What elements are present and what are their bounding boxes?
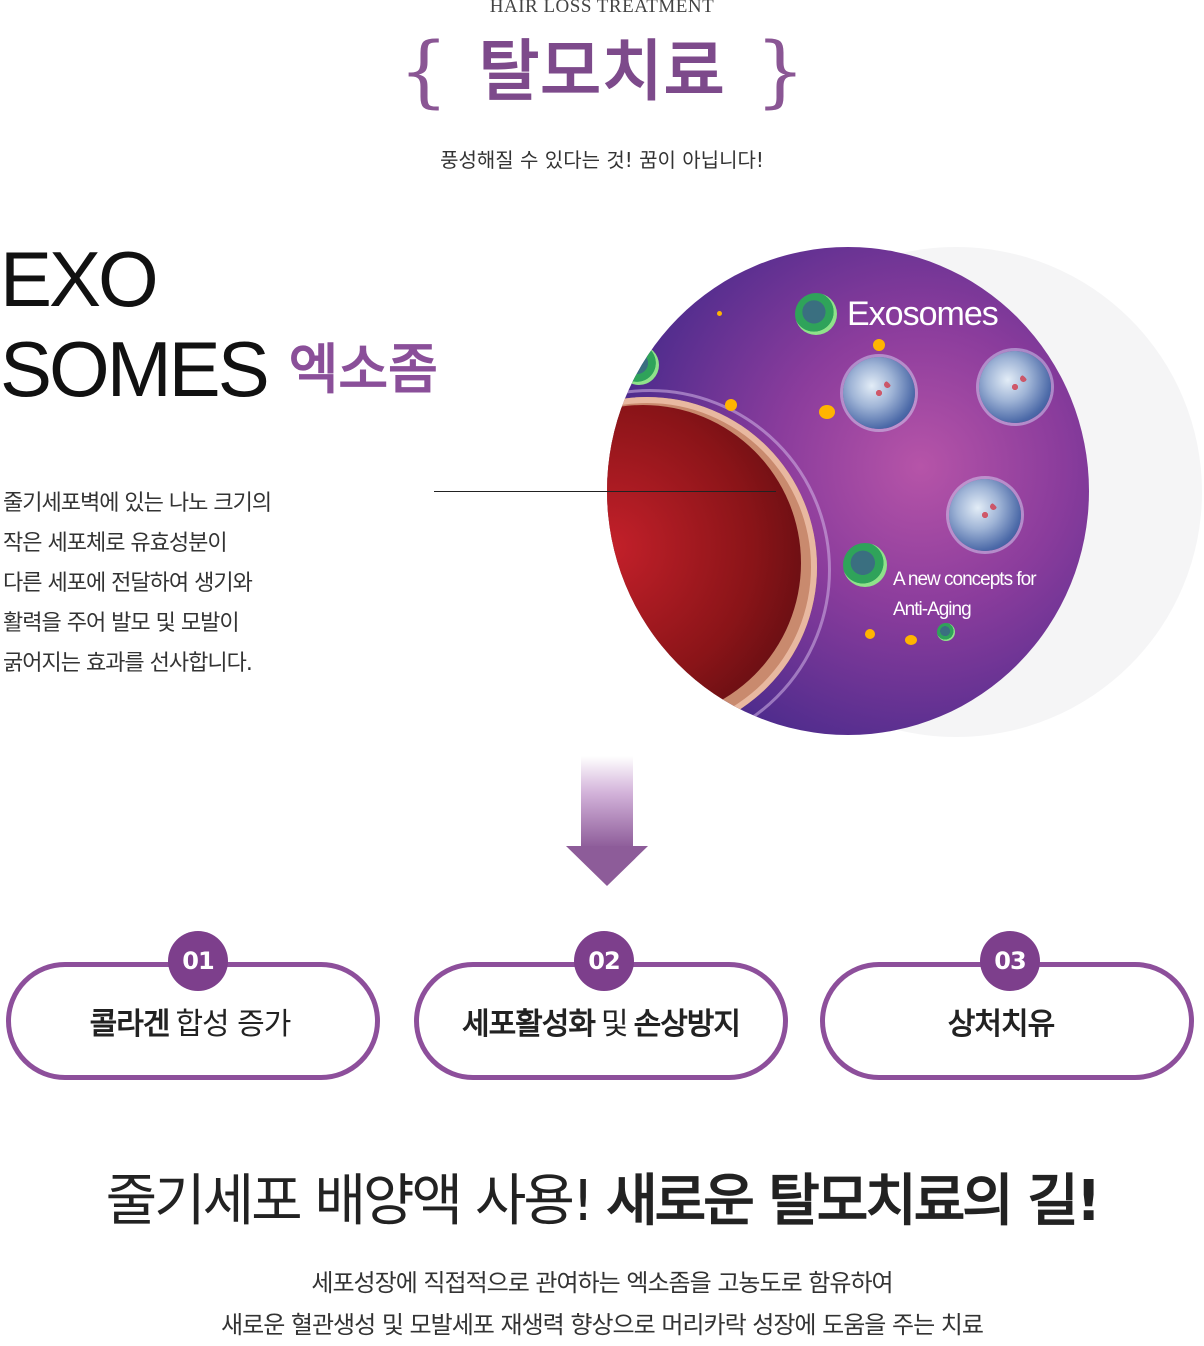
- pointer-line: [434, 491, 776, 492]
- exosome-vesicle: [949, 479, 1021, 551]
- bottom-description-line: 새로운 혈관생성 및 모발세포 재생력 향상으로 머리카락 성장에 도움을 주는…: [221, 1311, 984, 1339]
- green-particle: [795, 293, 837, 335]
- yellow-particle: [717, 311, 722, 316]
- effect-bold-text: 손상방지: [633, 1007, 741, 1042]
- yellow-particle: [873, 339, 885, 351]
- description-line: 굵어지는 효과를 선사합니다.: [3, 651, 253, 676]
- exosome-vesicle: [843, 357, 915, 429]
- bottom-description: 세포성장에 직접적으로 관여하는 엑소좀을 고농도로 함유하여 새로운 혈관생성…: [0, 1262, 1204, 1346]
- exosome-vesicle: [979, 351, 1051, 423]
- page-subtitle: 풍성해질 수 있다는 것! 꿈이 아닙니다!: [440, 148, 764, 172]
- bottom-headline: 줄기세포 배양액 사용! 새로운 탈모치료의 길!: [0, 1156, 1204, 1237]
- tagline-line: A new concepts for: [893, 569, 1037, 590]
- exosomes-korean-title: 엑소좀: [288, 338, 438, 401]
- green-particle: [843, 543, 887, 587]
- down-arrow-shaft: [581, 756, 633, 848]
- yellow-particle: [819, 405, 835, 419]
- effect-thin-text: 및: [600, 1007, 629, 1042]
- illustration-tagline: A new concepts for Anti-Aging: [893, 565, 1037, 625]
- page-title: 탈모치료: [478, 33, 726, 110]
- left-brace: {: [398, 27, 449, 117]
- description-line: 작은 세포체로 유효성분이: [3, 531, 228, 556]
- down-arrow-icon: [566, 846, 648, 886]
- green-particle: [619, 345, 659, 385]
- exosomes-illustration: Exosomes A new concepts for Anti-Aging: [607, 247, 1089, 735]
- tagline-line: Anti-Aging: [893, 599, 972, 620]
- effect-bold-text: 세포활성화: [461, 1007, 596, 1042]
- exosomes-description: 줄기세포벽에 있는 나노 크기의 작은 세포체로 유효성분이 다른 세포에 전달…: [3, 484, 423, 684]
- description-line: 다른 세포에 전달하여 생기와: [3, 571, 253, 596]
- yellow-particle: [905, 635, 917, 645]
- right-brace: }: [755, 27, 806, 117]
- description-line: 줄기세포벽에 있는 나노 크기의: [3, 491, 272, 516]
- effect-thin-text: 합성 증가: [175, 1007, 291, 1042]
- yellow-particle: [865, 629, 875, 639]
- green-particle: [937, 623, 955, 641]
- description-line: 활력을 주어 발모 및 모발이: [3, 611, 240, 636]
- yellow-particle: [725, 399, 737, 411]
- section-title: { 탈모치료}: [0, 28, 1204, 116]
- effect-number-badge: 01: [168, 931, 228, 991]
- illustration-label: Exosomes: [847, 295, 999, 333]
- effect-bold-text: 상처치유: [947, 1007, 1055, 1042]
- headline-bold: 새로운 탈모치료의 길!: [606, 1169, 1101, 1234]
- effect-number-badge: 02: [574, 931, 634, 991]
- effect-bold-text: 콜라겐: [89, 1007, 171, 1042]
- exosomes-title-line1: EXO: [0, 235, 159, 323]
- exosomes-title-line2: SOMES 엑소좀: [0, 328, 438, 411]
- eyebrow-text: HAIR LOSS TREATMENT: [489, 0, 715, 17]
- exosomes-title-word: SOMES: [0, 325, 270, 413]
- headline-light: 줄기세포 배양액 사용!: [105, 1169, 595, 1234]
- effect-number-badge: 03: [980, 931, 1040, 991]
- bottom-description-line: 세포성장에 직접적으로 관여하는 엑소좀을 고농도로 함유하여: [311, 1269, 893, 1297]
